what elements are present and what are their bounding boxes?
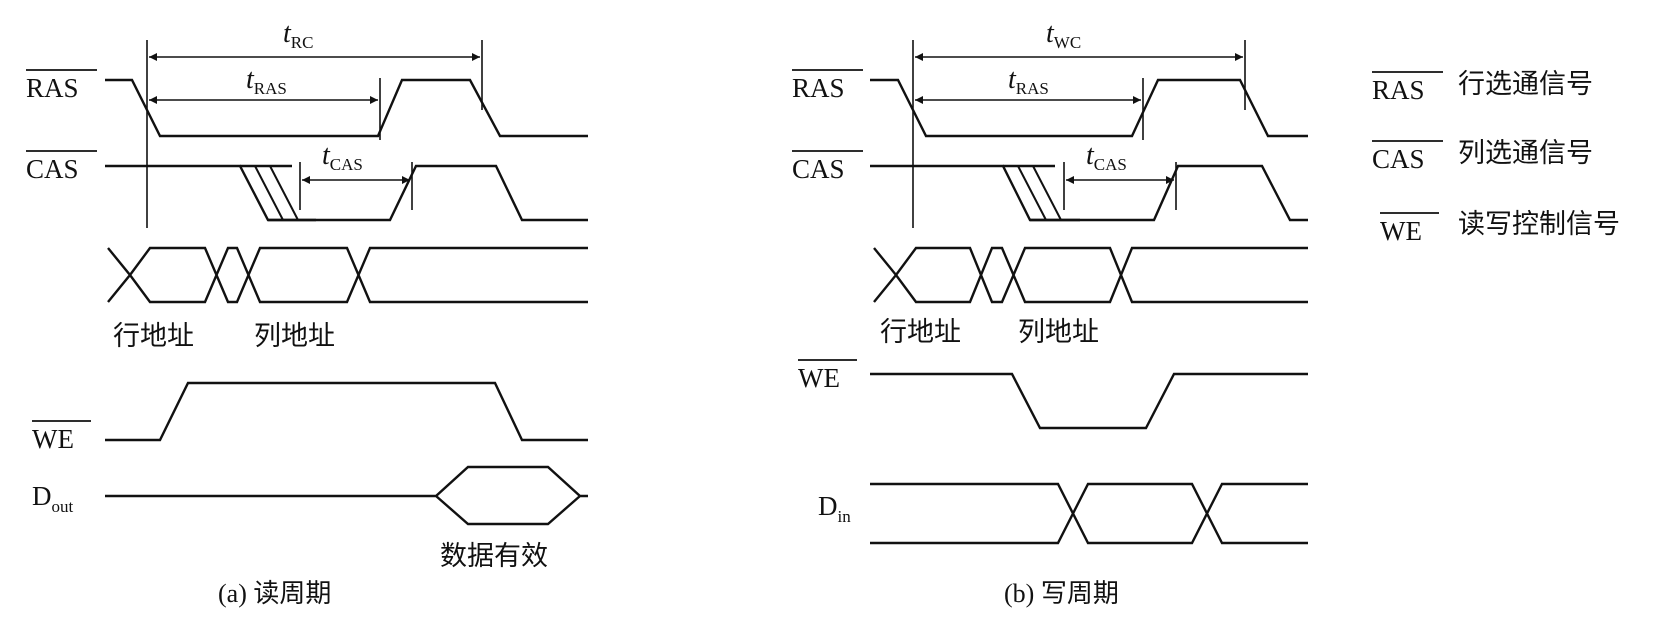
legend-cas-desc: 列选通信号 (1458, 138, 1593, 169)
read-dout-label: Dout (32, 481, 74, 516)
read-we-waveform (105, 381, 588, 442)
write-cycle-caption: (b) 写周期 (1004, 579, 1119, 608)
write-col-address-label: 列地址 (1018, 317, 1099, 348)
write-twc-label: tWC (1046, 18, 1081, 52)
write-cas-waveform (870, 164, 1308, 222)
write-cas-hatch-1 (1017, 165, 1047, 221)
write-tcas-label: tCAS (1086, 140, 1127, 174)
write-ras-waveform (870, 78, 1308, 138)
read-cas-hatch-2 (269, 165, 299, 221)
write-tras-label: tRAS (1008, 64, 1049, 98)
write-cycle-panel: RAS CAS WE Din 行地址 列地址 (792, 18, 1308, 608)
read-tras-label: tRAS (246, 64, 287, 98)
read-cycle-panel: RAS CAS WE Dout 行地址 列地址 数据有效 (26, 18, 588, 608)
write-we-label: WE (798, 363, 840, 393)
read-tcas-label: tCAS (322, 140, 363, 174)
read-ras-label: RAS (26, 73, 79, 103)
write-ras-label: RAS (792, 73, 845, 103)
read-cas-waveform (105, 164, 588, 222)
read-trc-label: tRC (283, 18, 313, 52)
read-cas-label: CAS (26, 154, 79, 184)
read-cas-hatch-1 (254, 165, 284, 221)
read-col-address-label: 列地址 (254, 321, 335, 352)
legend-we-signal: WE (1380, 216, 1422, 246)
signal-legend: RAS 行选通信号 CAS 列选通信号 WE 读写控制信号 (1372, 69, 1620, 246)
write-address-bus (873, 246, 1308, 304)
write-din-waveform (870, 482, 1308, 545)
read-row-address-label: 行地址 (113, 321, 194, 352)
legend-ras-desc: 行选通信号 (1458, 69, 1593, 100)
read-address-bus (107, 246, 588, 304)
read-data-valid-label: 数据有效 (440, 541, 548, 572)
legend-we-desc: 读写控制信号 (1458, 209, 1620, 240)
read-cycle-caption: (a) 读周期 (218, 579, 331, 608)
legend-cas-signal: CAS (1372, 144, 1425, 174)
legend-ras-signal: RAS (1372, 75, 1425, 105)
read-we-label: WE (32, 424, 74, 454)
read-dout-waveform (105, 465, 588, 526)
write-row-address-label: 行地址 (880, 317, 961, 348)
write-cas-hatch-2 (1032, 165, 1062, 221)
write-din-label: Din (818, 491, 851, 526)
write-we-waveform (870, 372, 1308, 430)
write-cas-label: CAS (792, 154, 845, 184)
read-ras-waveform (105, 78, 588, 138)
